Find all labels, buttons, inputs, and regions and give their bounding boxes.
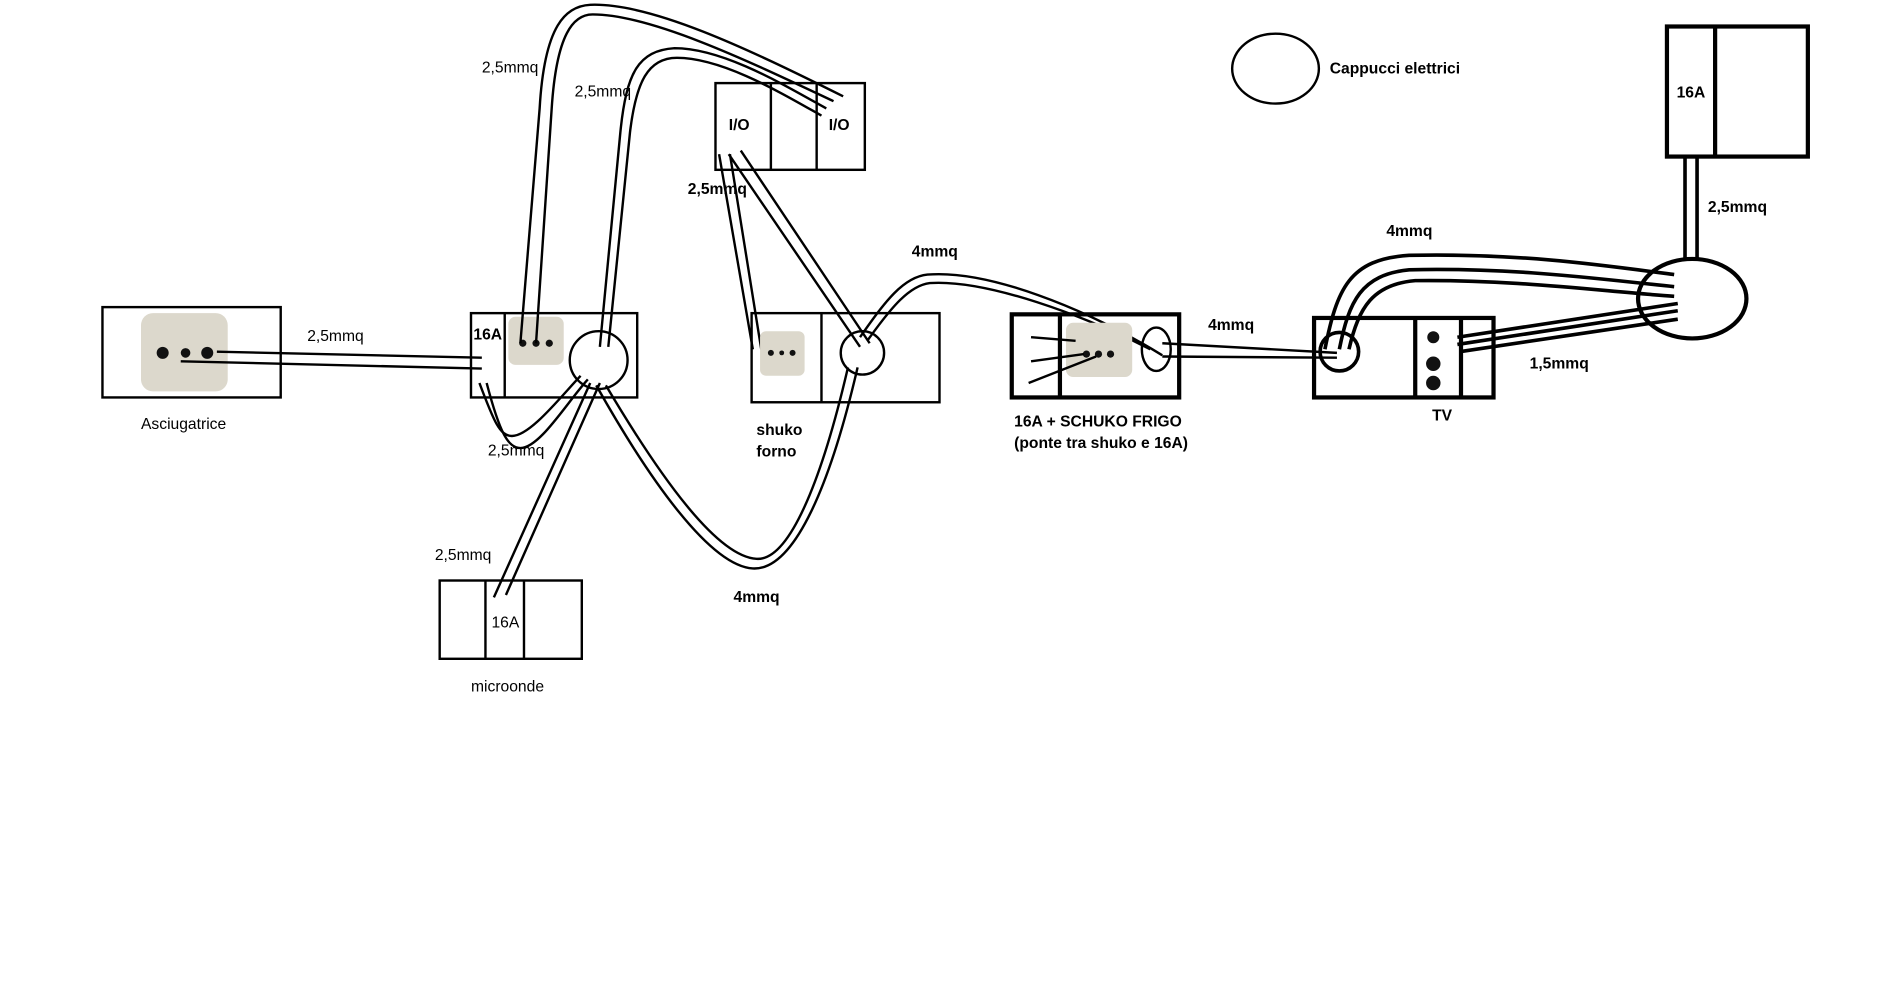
wire bbox=[485, 378, 589, 450]
wire-cap bbox=[1318, 330, 1361, 373]
right-16a-box bbox=[1664, 24, 1810, 159]
wire bbox=[859, 272, 1163, 357]
main-16a-label: 16A bbox=[473, 327, 502, 344]
wire bbox=[1457, 301, 1679, 354]
asciugatrice-label: Asciugatrice bbox=[141, 416, 226, 433]
wire bbox=[717, 149, 871, 350]
wire bbox=[519, 3, 844, 344]
wire-cap bbox=[568, 330, 629, 391]
wire-label: 2,5mmq bbox=[688, 181, 747, 198]
wire-label: 4mmq bbox=[912, 244, 958, 261]
legend-label: Cappucci elettrici bbox=[1330, 60, 1460, 77]
wire bbox=[1028, 336, 1097, 385]
shuko-label-1: shuko bbox=[756, 422, 802, 439]
frigo-label-2: (ponte tra shuko e 16A) bbox=[1014, 435, 1188, 452]
microonde-box bbox=[438, 579, 584, 660]
io-switch-box bbox=[714, 81, 867, 172]
wire bbox=[607, 56, 823, 347]
junction-cap bbox=[1635, 256, 1749, 341]
tv-box bbox=[1311, 315, 1496, 400]
wire-label: 1,5mmq bbox=[1530, 356, 1589, 373]
tv-label: TV bbox=[1432, 407, 1453, 424]
wire bbox=[478, 374, 582, 438]
socket-icon bbox=[1065, 322, 1133, 377]
frigo-label-1: 16A + SCHUKO FRIGO bbox=[1014, 413, 1182, 430]
shuko-label-2: forno bbox=[756, 443, 796, 460]
wire-label: 2,5mmq bbox=[488, 442, 544, 459]
wire bbox=[1162, 342, 1338, 359]
wire bbox=[492, 382, 601, 598]
wire-cap bbox=[1140, 326, 1172, 373]
microonde-label: microonde bbox=[471, 678, 544, 695]
wire bbox=[534, 13, 835, 344]
wire bbox=[1683, 156, 1699, 261]
wire bbox=[180, 350, 482, 370]
right-16a-label: 16A bbox=[1677, 85, 1706, 102]
wire bbox=[604, 367, 850, 561]
wire-label: 2,5mmq bbox=[575, 83, 632, 100]
frigo-box bbox=[1009, 312, 1182, 400]
wire-label: 4mmq bbox=[1208, 317, 1254, 334]
wire-label: 4mmq bbox=[1386, 223, 1432, 240]
wire-cap bbox=[839, 329, 886, 376]
microonde-16a-label: 16A bbox=[491, 614, 519, 631]
wire-label: 2,5mmq bbox=[307, 328, 363, 345]
wire bbox=[1337, 267, 1675, 350]
wire-label: 2,5mmq bbox=[482, 59, 539, 76]
wire-label: 2,5mmq bbox=[435, 547, 491, 564]
io-left-label: I/O bbox=[729, 117, 750, 134]
io-right-label: I/O bbox=[829, 117, 850, 134]
wire bbox=[1323, 253, 1675, 350]
legend-cap-icon bbox=[1230, 32, 1321, 105]
wire-label: 2,5mmq bbox=[1708, 199, 1767, 216]
shuko-forno-box bbox=[750, 311, 941, 404]
wire-label: 4mmq bbox=[734, 589, 780, 606]
wire bbox=[595, 367, 859, 570]
wire bbox=[1347, 278, 1675, 350]
